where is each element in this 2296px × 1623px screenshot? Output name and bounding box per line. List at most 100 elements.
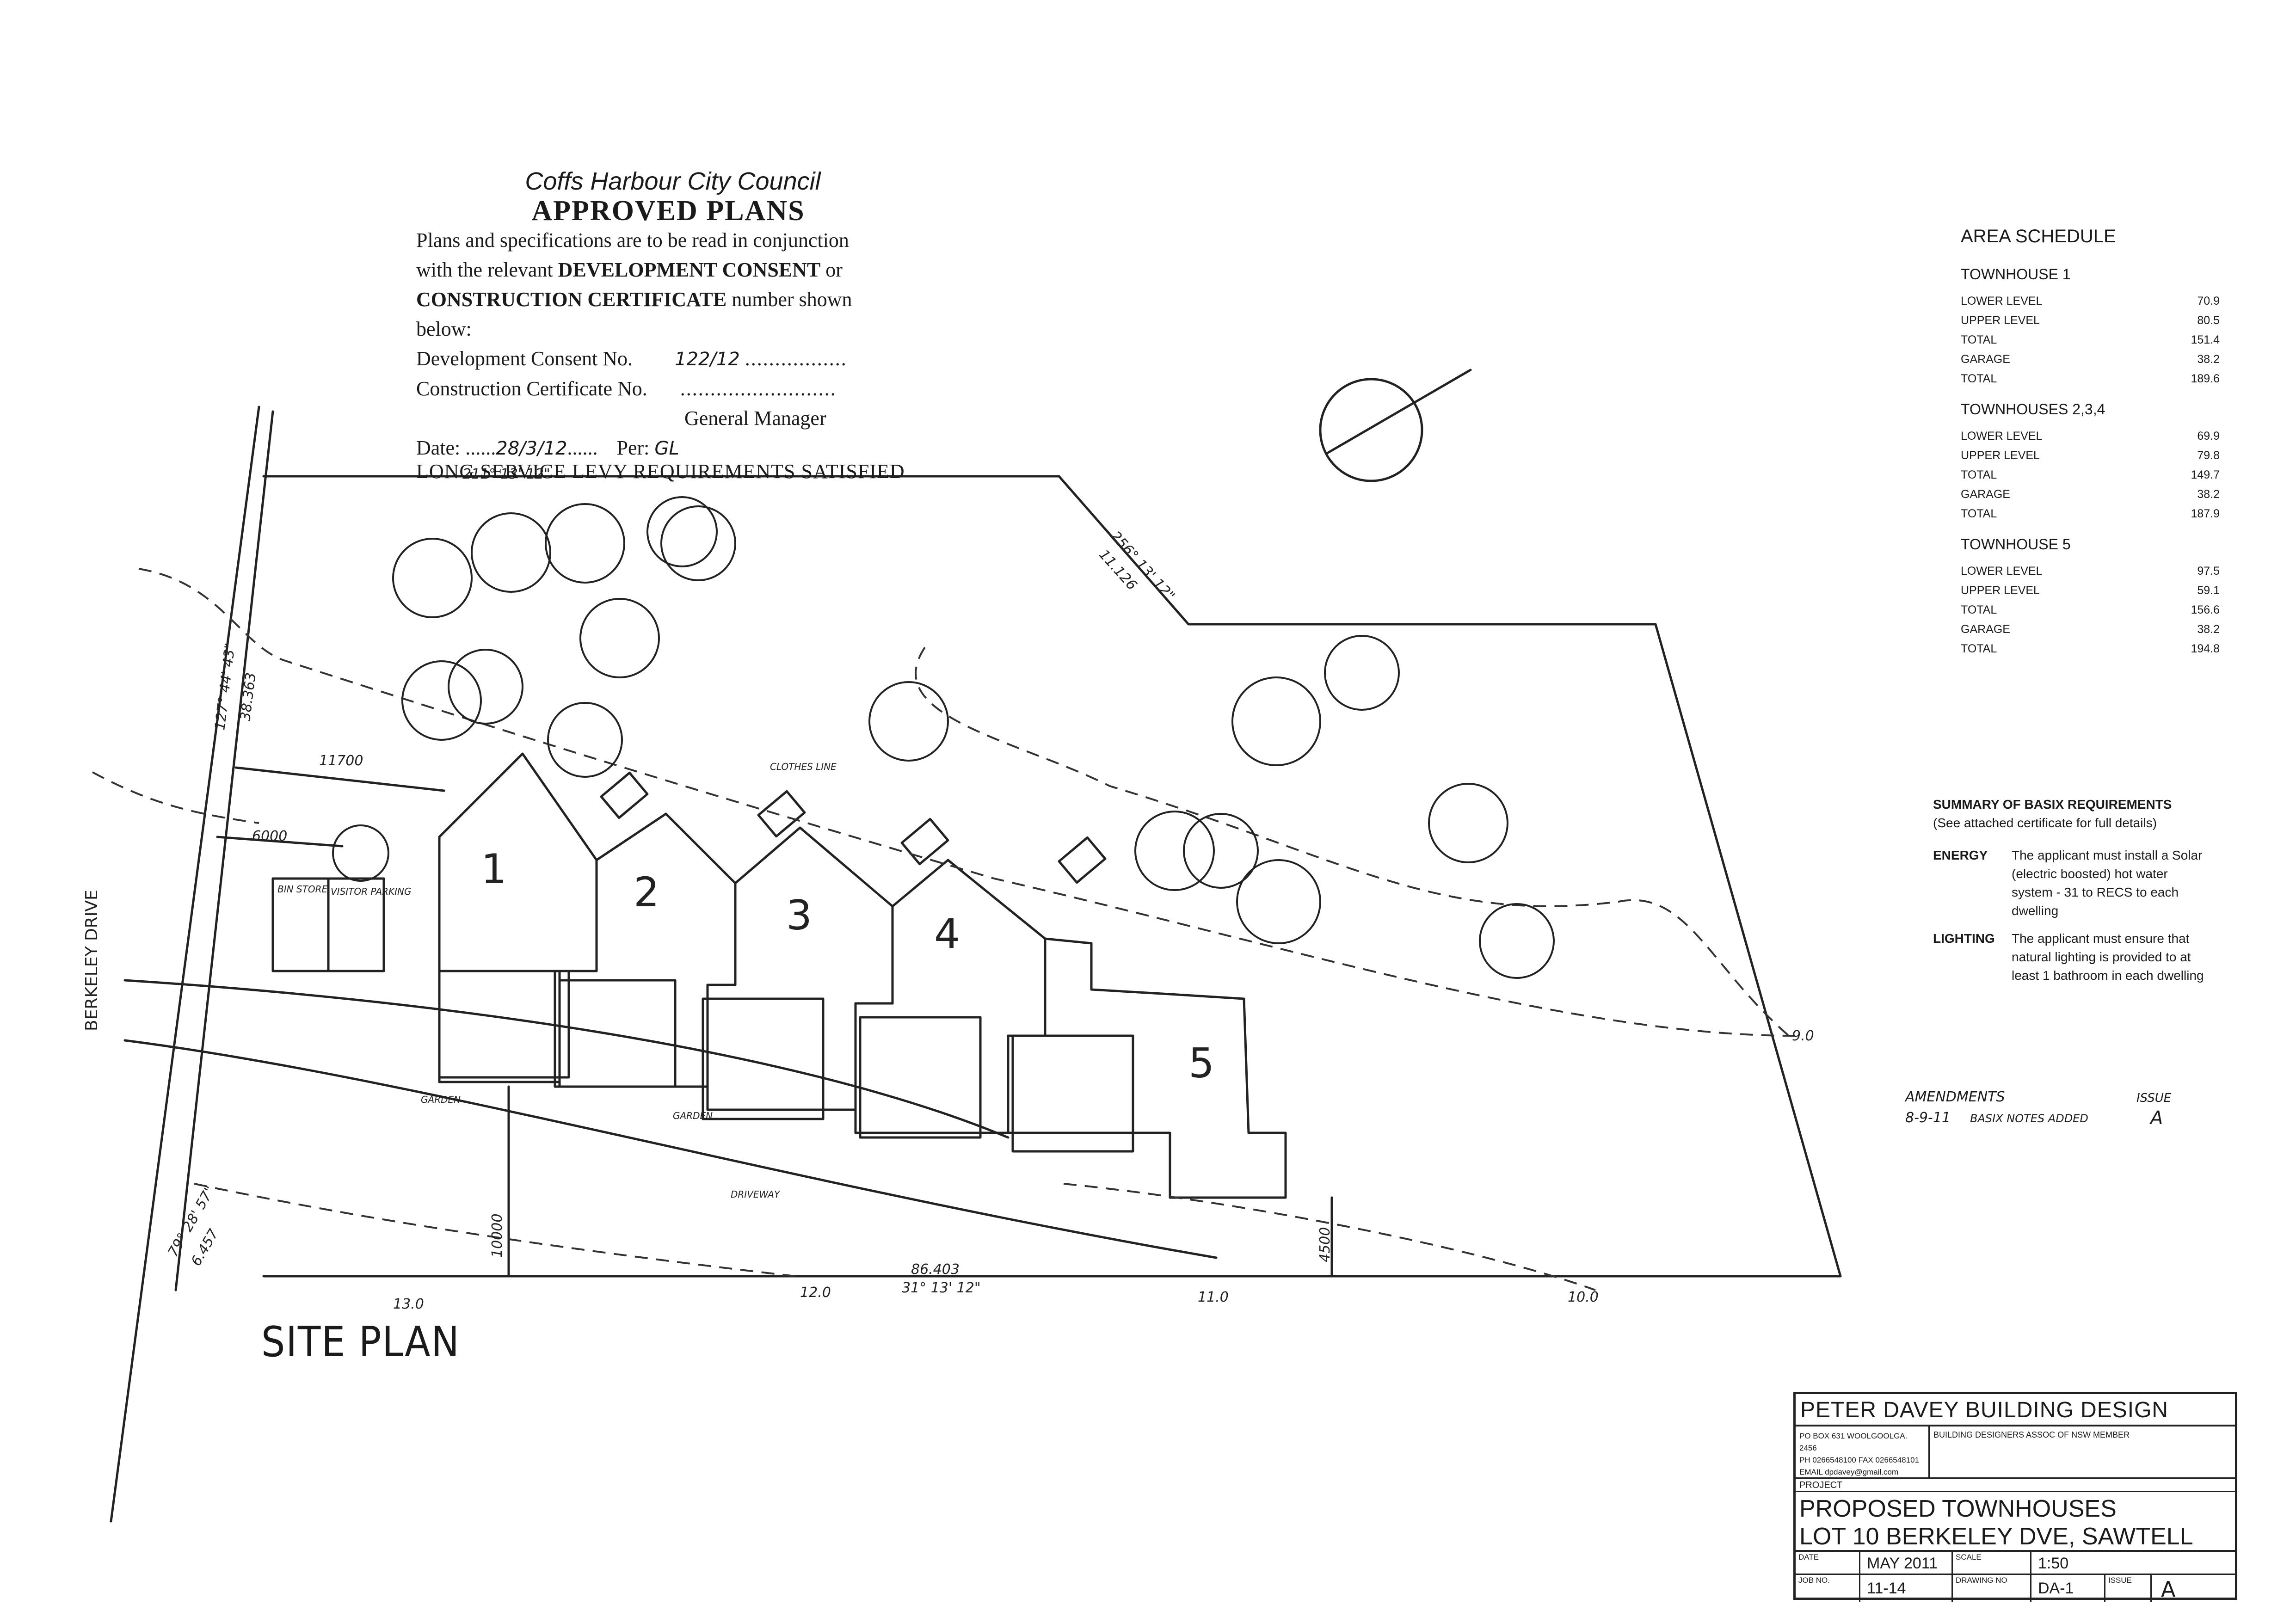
schedule-row: GARAGE 38.2	[1961, 620, 2220, 639]
contour-label: 11.0	[1198, 1289, 1229, 1305]
schedule-label: LOWER LEVEL	[1961, 565, 2043, 578]
tree-icon	[1479, 903, 1555, 979]
title-block: PETER DAVEY BUILDING DESIGN PO BOX 631 W…	[1793, 1392, 2237, 1602]
dim-label: 10000	[489, 1214, 505, 1258]
stamp-line: with the relevant DEVELOPMENT CONSENT or	[416, 255, 948, 285]
schedule-row: LOWER LEVEL 97.5	[1961, 561, 2220, 581]
tree-icon	[868, 681, 949, 762]
schedule-group-name: TOWNHOUSE 1	[1961, 266, 2071, 283]
schedule-label: UPPER LEVEL	[1961, 449, 2040, 462]
per-label: Per:	[616, 436, 650, 459]
address-line: EMAIL dpdavey@gmail.com	[1799, 1468, 1899, 1476]
garden-label: GARDEN	[421, 1094, 461, 1105]
basix-label: ENERGY	[1933, 848, 1988, 862]
schedule-value: 69.9	[2197, 430, 2220, 443]
per-value: GL	[654, 438, 679, 459]
area-schedule-heading: AREA SCHEDULE	[1961, 226, 2116, 246]
scale-value-cell: 1:50	[2031, 1552, 2237, 1575]
townhouse-3-outline	[706, 826, 894, 1111]
north-arrow-line	[1326, 369, 1472, 455]
tree-icon	[646, 496, 718, 567]
job-cell: JOB NO.	[1796, 1575, 1860, 1602]
contour-label: 13.0	[393, 1296, 424, 1312]
scale-value: 1:50	[2038, 1555, 2069, 1572]
firm-name: PETER DAVEY BUILDING DESIGN	[1796, 1394, 2235, 1426]
job-label: JOB NO.	[1798, 1576, 1830, 1585]
schedule-value: 97.5	[2197, 565, 2220, 578]
basix-text: The applicant must install a Solar (elec…	[2012, 848, 2203, 918]
scale-cell: SCALE	[1953, 1552, 2031, 1575]
schedule-label: GARAGE	[1961, 488, 2010, 501]
unit-number: 2	[634, 868, 659, 916]
schedule-row: TOTAL 194.8	[1961, 639, 2220, 658]
schedule-label: LOWER LEVEL	[1961, 295, 2043, 307]
stamp-line: CONSTRUCTION CERTIFICATE number shown	[416, 285, 948, 314]
clothes-line-label: CLOTHES LINE	[770, 761, 837, 772]
bearing-label: 86.403	[911, 1261, 960, 1278]
garage-2	[558, 979, 677, 1088]
date-value: MAY 2011	[1867, 1555, 1938, 1572]
tree-icon	[1428, 783, 1508, 863]
tree-icon	[660, 505, 736, 581]
garage-3	[702, 997, 825, 1120]
dim-line	[216, 836, 344, 848]
amendment-date: 8-9-11	[1905, 1110, 1951, 1126]
basix-label: LIGHTING	[1933, 931, 1995, 946]
schedule-value: 38.2	[2197, 623, 2220, 636]
north-arrow-icon	[1319, 378, 1423, 482]
schedule-group-name: TOWNHOUSES 2,3,4	[1961, 401, 2105, 418]
tree-icon	[545, 503, 625, 584]
tree-icon	[1231, 676, 1321, 766]
schedule-label: LOWER LEVEL	[1961, 430, 2043, 443]
bearing-label: 211° 13' 12"	[462, 466, 550, 482]
drawing-label: DRAWING NO	[1956, 1576, 2007, 1585]
schedule-label: GARAGE	[1961, 353, 2010, 366]
schedule-value: 194.8	[2191, 642, 2220, 655]
date-value: 28/3/12	[496, 438, 567, 459]
tree-icon	[471, 512, 551, 593]
schedule-value: 38.2	[2197, 488, 2220, 501]
schedule-label: TOTAL	[1961, 642, 1997, 655]
outdoor-structure	[1058, 836, 1107, 884]
tree-icon	[332, 824, 389, 882]
project-line: LOT 10 BERKELEY DVE, SAWTELL	[1799, 1523, 2193, 1550]
site-plan-title: SITE PLAN	[261, 1318, 460, 1366]
approved-heading: APPROVED PLANS	[531, 195, 805, 227]
dc-label: Development Consent No.	[416, 347, 633, 370]
schedule-value: 70.9	[2197, 295, 2220, 307]
area-schedule: AREA SCHEDULE TOWNHOUSE 1 LOWER LEVEL 70.…	[1961, 227, 2220, 658]
garden-label: GARDEN	[673, 1110, 713, 1121]
bearing-label: 31° 13' 12"	[902, 1280, 981, 1296]
schedule-value: 80.5	[2197, 314, 2220, 327]
job-value: 11-14	[1867, 1580, 1906, 1597]
schedule-value: 151.4	[2191, 333, 2220, 346]
schedule-label: TOTAL	[1961, 507, 1997, 520]
cc-label: Construction Certificate No.	[416, 377, 647, 400]
basix-title: SUMMARY OF BASIX REQUIREMENTS	[1933, 797, 2172, 812]
drawing-value: DA-1	[2038, 1580, 2074, 1597]
basix-item-lighting: LIGHTING The applicant must ensure that …	[1933, 929, 2210, 985]
garage-4	[859, 1016, 982, 1139]
schedule-value: 59.1	[2197, 584, 2220, 597]
garage-5	[1011, 1034, 1134, 1153]
schedule-label: UPPER LEVEL	[1961, 584, 2040, 597]
council-name: Coffs Harbour City Council	[525, 167, 821, 195]
schedule-value: 189.6	[2191, 372, 2220, 385]
schedule-value: 156.6	[2191, 603, 2220, 616]
date-cell: DATE	[1796, 1552, 1860, 1575]
outdoor-structure	[757, 790, 806, 838]
approval-stamp: Coffs Harbour City Council APPROVED PLAN…	[416, 166, 948, 486]
basix-summary: SUMMARY OF BASIX REQUIREMENTS (See attac…	[1933, 795, 2210, 994]
stamp-text: with the relevant	[416, 258, 558, 281]
contour-line	[92, 771, 259, 824]
schedule-label: GARAGE	[1961, 623, 2010, 636]
